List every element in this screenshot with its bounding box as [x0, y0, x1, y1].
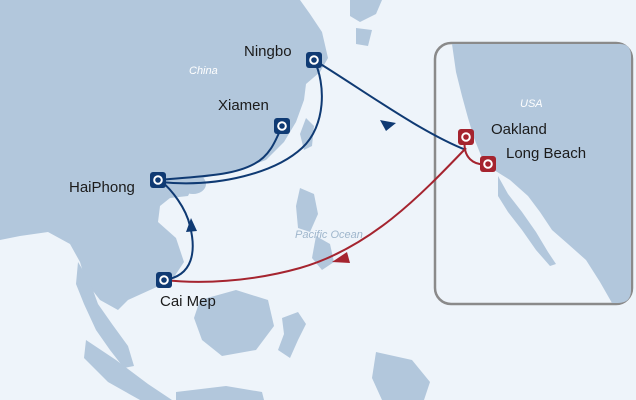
port-label-cai-mep: Cai Mep: [160, 293, 216, 310]
region-label-china: China: [189, 65, 218, 77]
baja-peninsula: [498, 176, 556, 266]
peninsula: [76, 262, 134, 368]
luzon-island: [296, 188, 318, 232]
port-label-oakland: Oakland: [491, 121, 547, 138]
region-label-usa: USA: [520, 98, 543, 110]
asia-landmass: [0, 0, 328, 310]
taiwan-island: [300, 118, 314, 150]
sumatra-island: [84, 340, 172, 400]
route-arrow-northbound: [186, 218, 197, 232]
route-ningbo-to-oakland: [313, 59, 467, 151]
route-oakland-to-cai-mep: [163, 147, 467, 283]
north-america-landmass: [452, 44, 631, 303]
port-marker-ningbo[interactable]: [306, 52, 322, 68]
port-marker-xiamen[interactable]: [274, 118, 290, 134]
port-marker-haiphong[interactable]: [150, 172, 166, 188]
port-label-xiamen: Xiamen: [218, 97, 269, 114]
route-arrow-westbound: [332, 252, 350, 263]
new-guinea-island: [372, 352, 430, 400]
port-marker-long-beach[interactable]: [480, 156, 496, 172]
kyushu-island: [356, 28, 372, 46]
port-label-long-beach: Long Beach: [506, 145, 586, 162]
japan-islands: [350, 0, 382, 22]
borneo-island: [194, 290, 274, 356]
port-label-haiphong: HaiPhong: [69, 179, 135, 196]
route-haiphong-to-xiamen: [159, 125, 283, 181]
sea-label-pacific: Pacific Ocean: [295, 229, 363, 241]
sulawesi-island: [278, 312, 306, 358]
port-marker-oakland[interactable]: [458, 129, 474, 145]
route-arrow-eastbound: [380, 120, 396, 131]
port-label-ningbo: Ningbo: [244, 43, 292, 60]
java-island: [176, 386, 264, 400]
port-marker-cai-mep[interactable]: [156, 272, 172, 288]
route-haiphong-to-ningbo: [159, 59, 323, 185]
